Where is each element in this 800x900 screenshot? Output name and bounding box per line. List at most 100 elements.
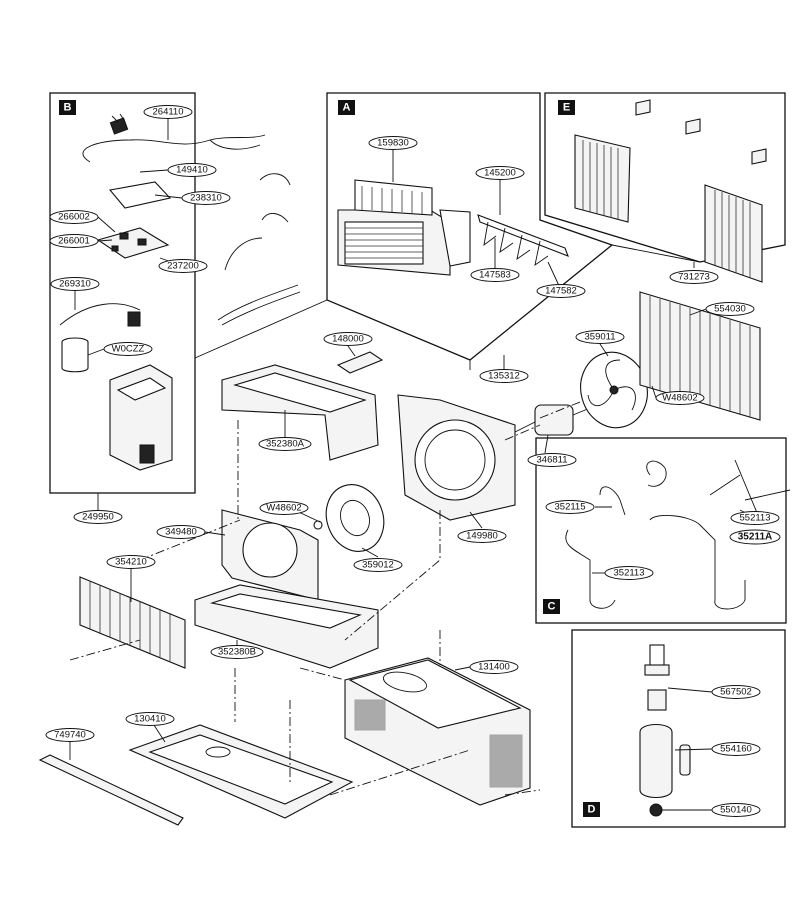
label-149980: 149980 [457, 529, 507, 543]
cabinet-131400-part [344, 657, 531, 806]
section-b-tag: B [59, 100, 76, 115]
svg-text:567502: 567502 [720, 687, 752, 698]
svg-text:W0CZZ: W0CZZ [112, 344, 145, 355]
label-359011: 359011 [575, 330, 625, 344]
svg-text:550140: 550140 [720, 805, 752, 816]
capacitor-part [59, 303, 141, 373]
label-238310: 238310 [181, 191, 231, 205]
label-554030: 554030 [705, 302, 755, 316]
label-145200: 145200 [475, 166, 525, 180]
label-131400: 131400 [469, 660, 519, 674]
svg-text:359012: 359012 [362, 560, 394, 571]
base-130410-part [128, 724, 354, 819]
label-554160: 554160 [711, 742, 761, 756]
section-a-letter: A [343, 102, 351, 114]
side-curtain-right-part [704, 184, 763, 283]
section-a-tag: A [338, 100, 355, 115]
label-w48602-b: W48602 [259, 501, 309, 515]
svg-text:352113: 352113 [614, 568, 645, 579]
svg-text:131400: 131400 [478, 662, 510, 673]
label-35211a: 35211A [729, 529, 781, 545]
label-237200: 237200 [158, 259, 208, 273]
svg-text:147582: 147582 [545, 286, 577, 297]
air-guide-352380A-part [221, 364, 379, 461]
label-266002: 266002 [49, 210, 99, 224]
control-box-part [109, 364, 173, 471]
evaporator-354210-part [79, 576, 186, 669]
label-552113: 552113 [730, 511, 780, 525]
svg-text:352380A: 352380A [266, 439, 305, 450]
section-d-tag: D [583, 802, 600, 817]
svg-text:352380B: 352380B [218, 647, 256, 658]
section-e-tag: E [558, 100, 575, 115]
assembly-lines [69, 401, 581, 796]
svg-text:359011: 359011 [585, 332, 616, 343]
label-349480: 349480 [156, 525, 206, 539]
svg-text:554030: 554030 [714, 304, 746, 315]
label-352380b: 352380B [210, 645, 264, 659]
section-b-letter: B [64, 102, 72, 114]
compressor-part [639, 644, 691, 817]
section-connectors [97, 244, 701, 510]
svg-text:148000: 148000 [332, 334, 364, 345]
control-board-part [96, 181, 172, 259]
svg-text:35211A: 35211A [738, 532, 772, 543]
label-159830: 159830 [368, 136, 418, 150]
label-130410: 130410 [125, 712, 175, 726]
section-d-frame [571, 629, 786, 828]
label-135312: 135312 [479, 369, 529, 383]
svg-text:266002: 266002 [58, 212, 90, 223]
svg-text:130410: 130410 [134, 714, 166, 725]
svg-text:264110: 264110 [153, 107, 184, 118]
front-grille-part [337, 179, 471, 276]
svg-text:352115: 352115 [555, 502, 586, 513]
label-149410: 149410 [167, 163, 217, 177]
svg-text:349480: 349480 [165, 527, 197, 538]
blower-wheel-359012-part [313, 484, 385, 552]
louver-assembly-part [477, 214, 569, 267]
label-147582: 147582 [536, 284, 586, 298]
bracket-148000-part [336, 351, 384, 374]
orifice-349480-part [221, 509, 319, 601]
section-d-letter: D [588, 804, 596, 816]
svg-text:149410: 149410 [176, 165, 208, 176]
label-567502: 567502 [711, 685, 761, 699]
harness-wires-part [217, 173, 301, 326]
svg-text:237200: 237200 [167, 261, 199, 272]
label-w0czz: W0CZZ [103, 342, 153, 356]
refrigerant-pipes-part [565, 459, 791, 610]
label-148000: 148000 [323, 332, 373, 346]
section-c-frame [535, 437, 787, 624]
svg-text:149980: 149980 [466, 531, 498, 542]
section-b-frame [49, 92, 196, 494]
svg-text:249950: 249950 [82, 512, 114, 523]
label-249950: 249950 [73, 510, 123, 524]
svg-text:731273: 731273 [678, 272, 710, 283]
section-e-letter: E [563, 102, 570, 114]
label-359012: 359012 [353, 558, 403, 572]
label-147583: 147583 [470, 268, 520, 282]
part-labels: 264110 149410 238310 266002 266001 23720… [45, 105, 781, 817]
section-c-tag: C [543, 599, 560, 614]
svg-text:W48602: W48602 [266, 503, 301, 514]
label-354210: 354210 [106, 555, 156, 569]
power-cord-part [82, 113, 266, 163]
label-550140: 550140 [711, 803, 761, 817]
svg-text:238310: 238310 [190, 193, 222, 204]
svg-text:135312: 135312 [488, 371, 520, 382]
rail-749740-part [38, 754, 184, 826]
svg-text:749740: 749740 [54, 730, 86, 741]
svg-text:269310: 269310 [59, 279, 91, 290]
svg-text:346811: 346811 [537, 455, 568, 466]
svg-text:W48602: W48602 [662, 393, 697, 404]
mounting-brackets-part [635, 99, 767, 165]
svg-text:145200: 145200 [484, 168, 516, 179]
svg-text:266001: 266001 [58, 236, 90, 247]
svg-text:552113: 552113 [740, 513, 771, 524]
shroud-149980-part [397, 394, 516, 521]
side-curtain-left-part [574, 134, 631, 223]
label-352115: 352115 [545, 500, 595, 514]
label-352380a: 352380A [258, 437, 312, 451]
label-749740: 749740 [45, 728, 95, 742]
